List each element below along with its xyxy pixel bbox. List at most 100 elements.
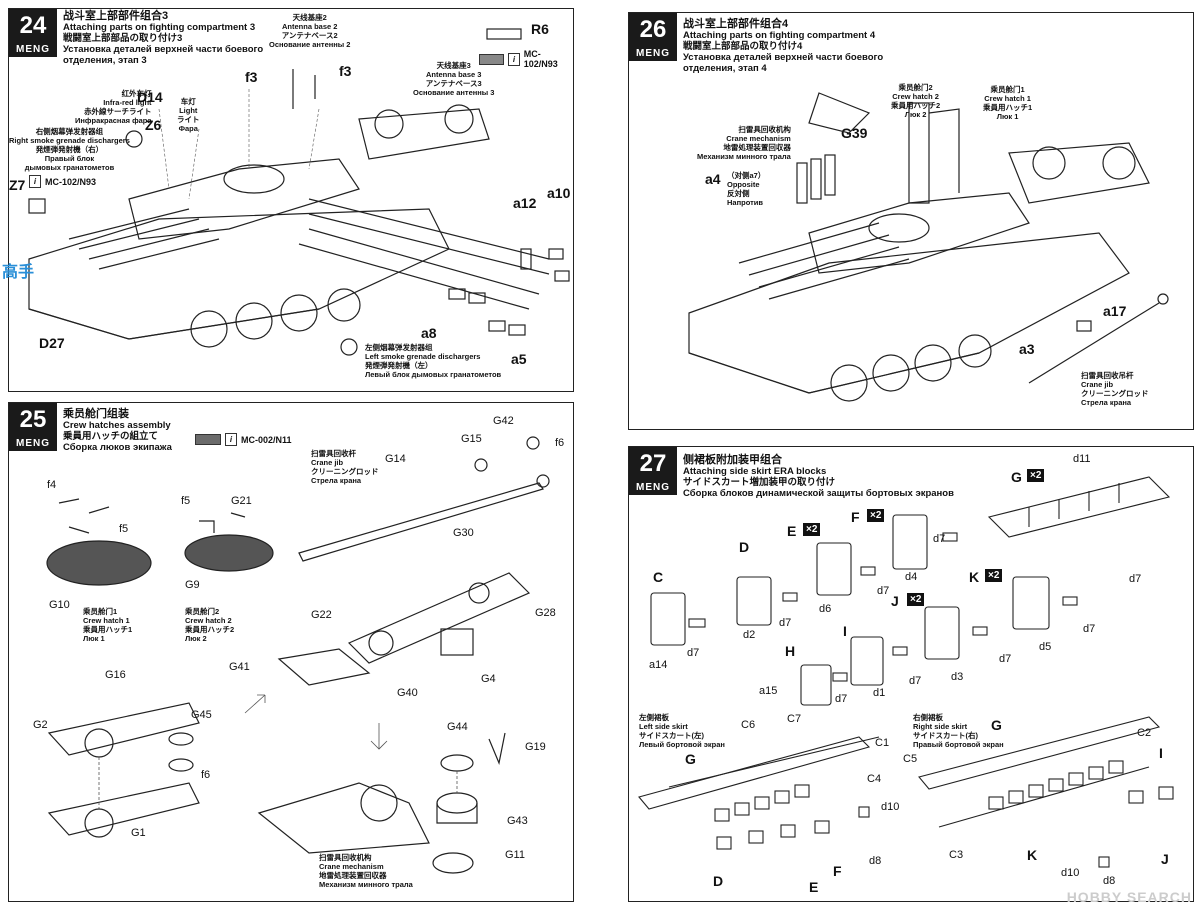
note-light: 车灯 Light ライト Фара	[177, 97, 200, 133]
part-label: a4	[705, 171, 721, 187]
group-label: F	[851, 509, 860, 525]
note-infrared-light: 红外车灯 Infra-red light 赤外線サーチライト Инфракрас…	[75, 89, 152, 125]
part-label: C1	[875, 737, 890, 749]
part-label: G16	[105, 669, 126, 681]
part-label: G1	[131, 827, 146, 839]
part-label: C5	[903, 753, 918, 765]
part-label: a10	[547, 185, 571, 201]
paint-icon: i	[29, 175, 41, 188]
step-25-panel: 25 MENG 乘员舱门组装 Crew hatches assembly 乗員用…	[8, 402, 574, 902]
part-label: d3	[951, 671, 964, 683]
paint-icon: i	[508, 52, 520, 66]
part-label: d8	[1103, 875, 1116, 887]
part-label: G40	[397, 687, 418, 699]
part-label: G43	[507, 815, 528, 827]
part-label: G41	[229, 661, 250, 673]
part-label: G22	[311, 609, 332, 621]
note-crew-hatch-2: 乘员舱门2 Crew hatch 2 乗員用ハッチ2 Люк 2	[185, 607, 235, 643]
step-number: 24	[9, 9, 57, 43]
group-label: K	[1027, 847, 1038, 863]
part-label: Z7	[9, 177, 26, 193]
paint-swatch	[195, 434, 221, 445]
hatch-drawings	[46, 436, 550, 874]
part-label: d10	[881, 801, 900, 813]
multiplier-badge: ×2	[985, 569, 1003, 582]
part-label: a14	[649, 659, 668, 671]
note-crew-hatch-1: 乘员舱门1 Crew hatch 1 乗員用ハッチ1 Люк 1	[83, 607, 133, 643]
brand-logo: MENG	[629, 47, 677, 61]
part-label: d7	[1083, 623, 1096, 635]
paint-icon: i	[225, 433, 237, 446]
group-label: G	[685, 751, 696, 767]
part-label: C7	[787, 713, 802, 725]
part-label: f5	[181, 495, 191, 507]
group-label: D	[713, 873, 724, 889]
paint-callout: i MC-102/N93	[479, 49, 573, 69]
note-antenna-base-2: 天线基座2 Antenna base 2 アンテナベース2 Основание …	[269, 13, 351, 49]
part-label: f4	[47, 479, 57, 491]
part-label: a3	[1019, 341, 1035, 357]
note-opposite: （对侧a7） Opposite 反対側 Напротив	[727, 171, 766, 207]
step-number: 25	[9, 403, 57, 437]
step-title: 侧裙板附加装甲组合 Attaching side skirt ERA block…	[683, 454, 954, 500]
part-label: G44	[447, 721, 468, 733]
part-label: G11	[505, 849, 525, 861]
part-label: f6	[555, 437, 565, 449]
part-label: C4	[867, 773, 882, 785]
part-label: G15	[461, 433, 482, 445]
part-label: f3	[245, 69, 258, 85]
paint-swatch	[479, 53, 505, 65]
part-label: G42	[493, 415, 514, 427]
part-label: D14	[137, 89, 163, 105]
part-label: G14	[385, 453, 406, 465]
note-antenna-base-3: 天线基座3 Antenna base 3 アンテナベース3 Основание …	[413, 61, 495, 97]
paint-callout: i MC-002/N11	[195, 433, 292, 446]
part-label: f5	[119, 523, 129, 535]
part-label: a8	[421, 325, 437, 341]
note-crew-hatch-1: 乘员舱门1 Crew hatch 1 乗員用ハッチ1 Люк 1	[983, 85, 1033, 121]
multiplier-badge: ×2	[867, 509, 885, 522]
part-label: d8	[869, 855, 882, 867]
part-label: a15	[759, 685, 778, 697]
part-label: G30	[453, 527, 474, 539]
step-title: 战斗室上部部件组合4 Attaching parts on fighting c…	[683, 18, 884, 75]
group-label: I	[843, 623, 847, 639]
part-label: G4	[481, 673, 496, 685]
part-label: d1	[873, 687, 886, 699]
part-label: G21	[231, 495, 252, 507]
part-label: d10	[1061, 867, 1080, 879]
part-label: d7	[999, 653, 1012, 665]
part-label: d7	[877, 585, 890, 597]
multiplier-badge: ×2	[1027, 469, 1045, 482]
part-label: d7	[835, 693, 848, 705]
era-drawings	[638, 476, 1174, 868]
note-crane-mech: 扫雷具回收机构 Crane mechanism 地雷処理装置回収器 Механи…	[697, 125, 791, 161]
part-label: d5	[1039, 641, 1052, 653]
part-label: Z6	[145, 117, 162, 133]
group-label: C	[653, 569, 664, 585]
group-label: K	[969, 569, 980, 585]
group-label: F	[833, 863, 842, 879]
brand-logo: MENG	[9, 43, 57, 57]
part-label: d11	[1073, 453, 1091, 465]
brand-logo: MENG	[629, 481, 677, 495]
group-label: D	[739, 539, 750, 555]
part-label: f6	[201, 769, 211, 781]
note-right-smoke: 右侧烟幕弹发射器组 Right smoke grenade discharger…	[9, 127, 130, 172]
brand-logo: MENG	[9, 437, 57, 451]
step-27-panel: 27 MENG 侧裙板附加装甲组合 Attaching side skirt E…	[628, 446, 1194, 902]
note-crane-mech: 扫雷具回收机构 Crane mechanism 地雷処理装置回収器 Механи…	[319, 853, 413, 889]
part-label: C6	[741, 719, 756, 731]
part-label: d7	[1129, 573, 1142, 585]
paint-callout-2: i MC-102/N93	[29, 175, 96, 188]
group-label: J	[891, 593, 899, 609]
tank-drawing	[688, 92, 1169, 402]
part-label: C3	[949, 849, 964, 861]
part-label: G28	[535, 607, 556, 619]
step-title: 战斗室上部部件组合3 Attaching parts on fighting c…	[63, 10, 264, 67]
part-label: G10	[49, 599, 70, 611]
part-label: d7	[933, 533, 946, 545]
group-label: H	[785, 643, 796, 659]
note-crew-hatch-2: 乘员舱门2 Crew hatch 2 乗員用ハッチ2 Люк 2	[891, 83, 941, 119]
group-label: I	[1159, 745, 1163, 761]
